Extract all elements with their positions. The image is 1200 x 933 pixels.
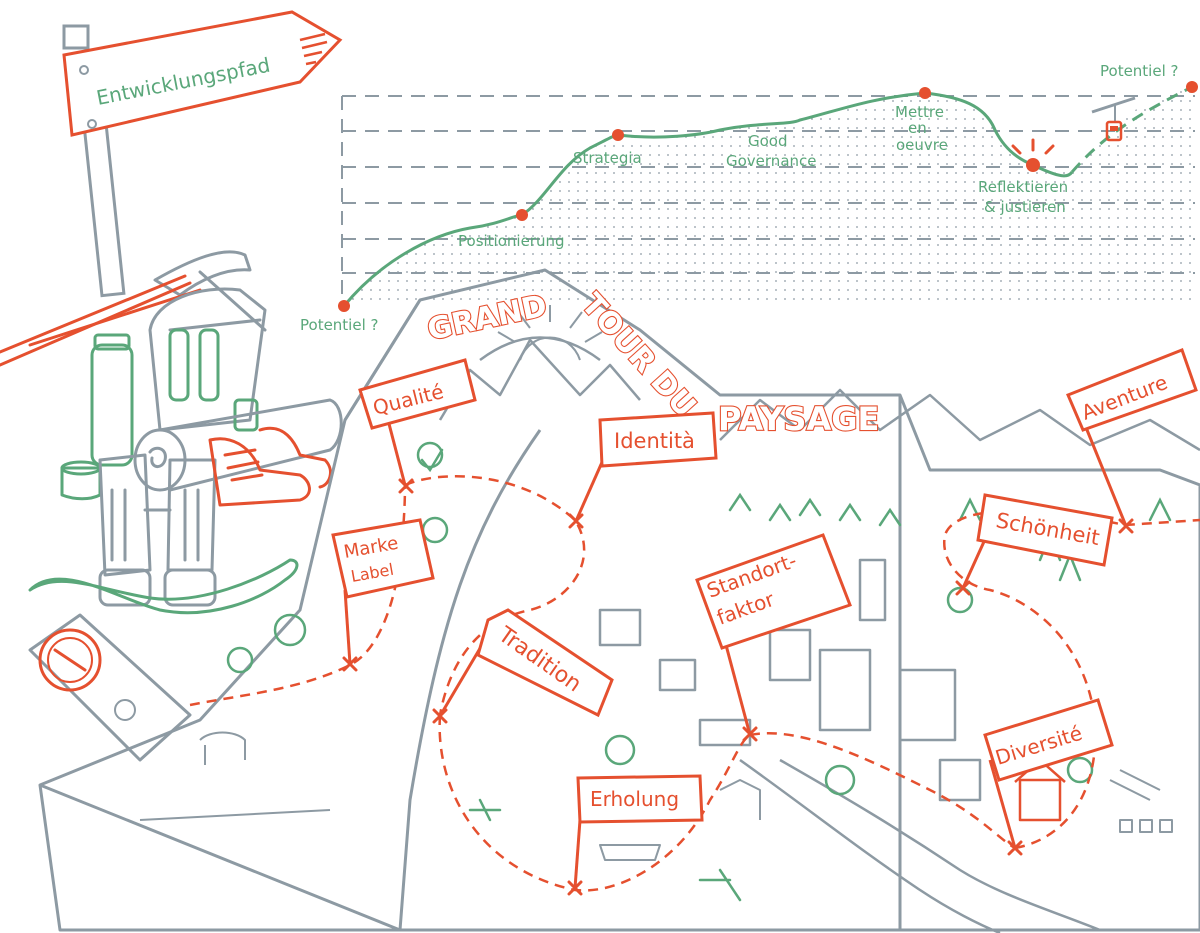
sun-icon bbox=[497, 305, 603, 361]
rural-details bbox=[139, 731, 1173, 861]
mountains bbox=[438, 336, 1200, 452]
trekking-poles-icon bbox=[0, 274, 202, 367]
flag-tradition: Tradition bbox=[438, 608, 614, 718]
end-potential-label: Potentiel ? bbox=[1100, 62, 1178, 80]
hiking-gear bbox=[0, 250, 343, 762]
title-paysage: PAYSAGE bbox=[718, 400, 879, 438]
flag-qualite: Qualité bbox=[358, 358, 477, 486]
compass-icon bbox=[28, 613, 192, 762]
flag-identita-label: Identità bbox=[614, 429, 695, 453]
flag-schoenheit: Schönheit bbox=[961, 493, 1114, 589]
signpost-arrow bbox=[62, 10, 343, 137]
flag-aventure: Aventure bbox=[1066, 348, 1198, 527]
stage-mettre: Mettre bbox=[895, 103, 944, 121]
thermos-icon bbox=[90, 333, 134, 467]
flag-diversite: Diversité bbox=[983, 698, 1114, 849]
flag-identita: Identità bbox=[574, 411, 718, 522]
binocular-strap bbox=[28, 558, 299, 615]
backpack-straps-icon bbox=[168, 328, 259, 432]
backpack-icon bbox=[148, 287, 267, 432]
stage-oeuvre: oeuvre bbox=[896, 136, 948, 154]
route-flags: Qualité Identità Aventure Schönheit Mark… bbox=[331, 348, 1198, 889]
development-path-panel: Potentiel ? Potentiel ? Positionierung S… bbox=[300, 62, 1198, 334]
hiking-boots-icon bbox=[208, 426, 332, 507]
flag-standortfaktor: Standort- faktor bbox=[695, 533, 852, 736]
signpost: Entwicklungspfad bbox=[62, 10, 343, 298]
cup-icon bbox=[60, 460, 102, 501]
binoculars-icon bbox=[98, 453, 217, 607]
path-milestones bbox=[338, 81, 1198, 312]
stage-strategia: Strategia bbox=[573, 149, 642, 167]
flag-erholung-label: Erholung bbox=[590, 787, 679, 811]
stage-en: en bbox=[908, 119, 927, 137]
stage-good: Good bbox=[748, 132, 788, 150]
path-curve-dashed bbox=[1070, 85, 1193, 173]
flag-marke-label: Marke Label bbox=[331, 518, 435, 665]
start-potential-label: Potentiel ? bbox=[300, 316, 378, 334]
stage-reflektieren: Reflektieren bbox=[978, 178, 1068, 196]
cable-car-icon bbox=[1091, 96, 1136, 142]
map-outline bbox=[38, 268, 1200, 932]
landscape-map bbox=[38, 268, 1200, 933]
stage-justieren: & justieren bbox=[984, 198, 1066, 216]
stage-governance: Governance bbox=[726, 152, 817, 170]
path-area-fill bbox=[344, 87, 1192, 306]
flag-erholung: Erholung bbox=[573, 774, 704, 889]
path-curve bbox=[342, 91, 1074, 307]
stage-positionierung: Positionierung bbox=[458, 232, 565, 250]
alert-marks bbox=[1011, 138, 1055, 155]
